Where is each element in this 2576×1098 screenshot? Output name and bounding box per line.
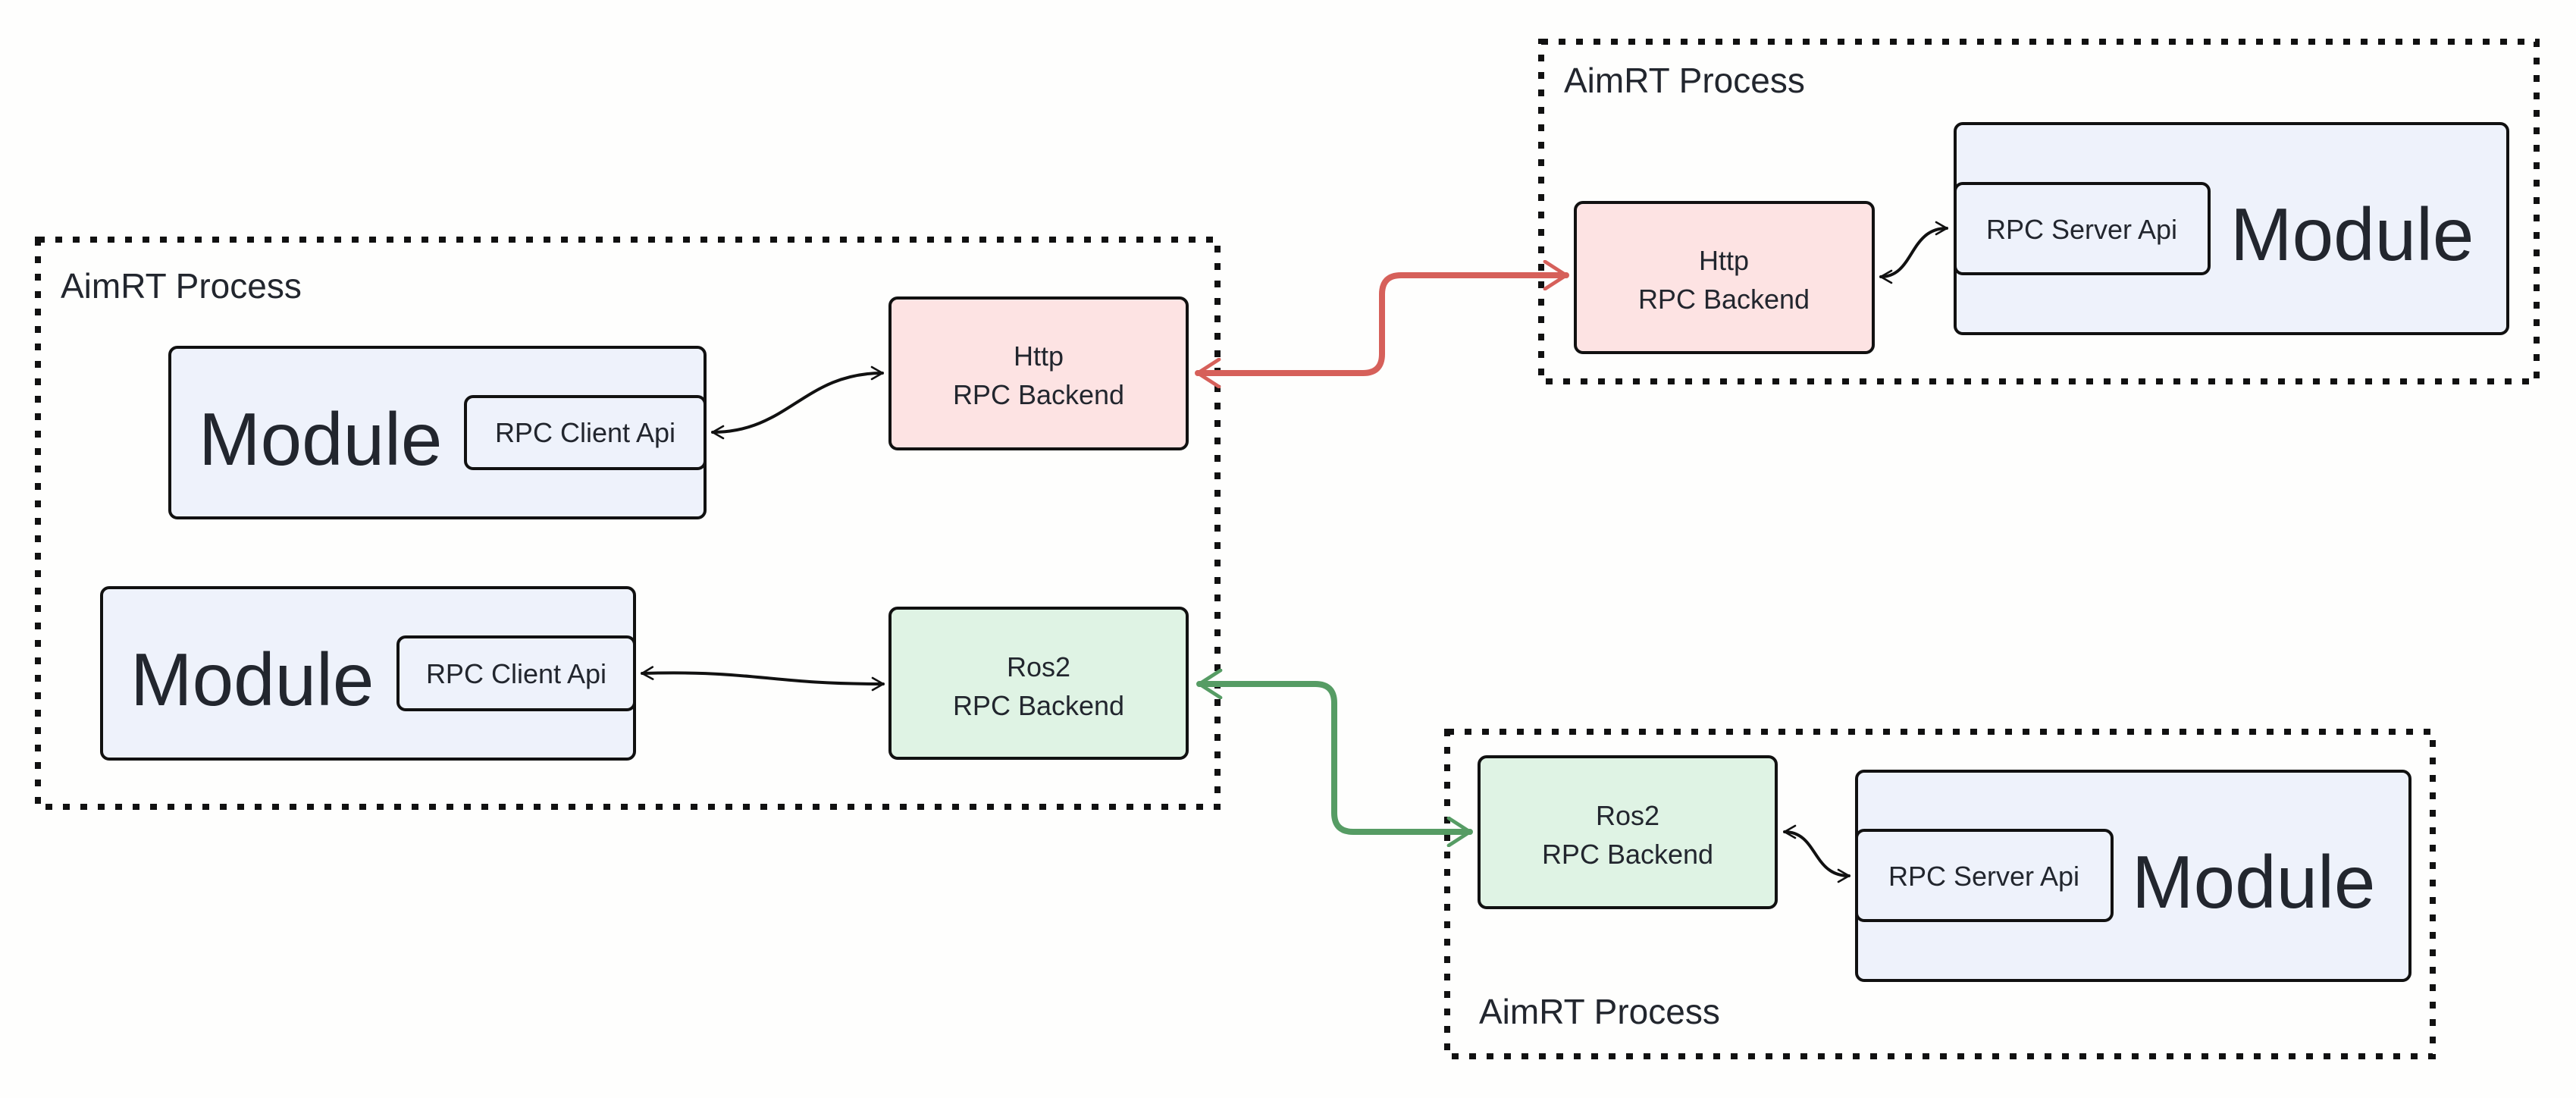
process-left: AimRT Process Module RPC Client Api Http…	[35, 237, 1221, 810]
module-title: Module	[130, 638, 374, 721]
client-module-2[interactable]: Module RPC Client Api	[100, 586, 636, 761]
ros2-backend-left[interactable]: Ros2 RPC Backend	[888, 607, 1189, 760]
api-label: RPC Client Api	[426, 658, 606, 689]
backend-box[interactable]	[888, 296, 1189, 450]
process-border	[1538, 39, 2540, 384]
connector-http-server	[1879, 221, 1948, 284]
process-border	[1444, 729, 2436, 1059]
ros2-link	[1196, 684, 1473, 832]
api-label: RPC Server Api	[1888, 861, 2079, 892]
rpc-client-api-1[interactable]: RPC Client Api	[464, 395, 707, 470]
backend-label: RPC Backend	[953, 690, 1124, 721]
api-label: RPC Server Api	[1986, 214, 2177, 245]
api-box[interactable]	[1954, 182, 2211, 275]
process-label: AimRT Process	[1479, 992, 1720, 1031]
client-module-1[interactable]: Module RPC Client Api	[168, 346, 707, 519]
connector-client2-ros2	[641, 666, 885, 692]
backend-type: Http	[1014, 340, 1064, 372]
api-box[interactable]	[396, 635, 636, 711]
http-link	[1195, 275, 1569, 373]
server-module-http[interactable]: RPC Server Api Module	[1954, 122, 2509, 335]
backend-type: Ros2	[1596, 800, 1659, 831]
http-backend-left[interactable]: Http RPC Backend	[888, 296, 1189, 450]
rpc-client-api-2[interactable]: RPC Client Api	[396, 635, 636, 711]
process-border	[35, 237, 1221, 810]
server-module-ros2[interactable]: RPC Server Api Module	[1855, 770, 2411, 982]
backend-label: RPC Backend	[1542, 839, 1713, 870]
http-backend-right[interactable]: Http RPC Backend	[1574, 201, 1875, 354]
api-box[interactable]	[1855, 829, 2114, 922]
process-bottom-right: AimRT Process Ros2 RPC Backend RPC Serve…	[1444, 729, 2436, 1059]
backend-type: Http	[1699, 245, 1749, 276]
api-box[interactable]	[464, 395, 707, 470]
backend-box[interactable]	[1574, 201, 1875, 354]
rpc-server-api-1[interactable]: RPC Server Api	[1954, 182, 2211, 275]
module-title: Module	[2132, 840, 2375, 924]
api-label: RPC Client Api	[495, 417, 675, 448]
connector-client1-http	[711, 365, 884, 440]
backend-box[interactable]	[1478, 755, 1778, 909]
connector-ros2-server	[1783, 824, 1851, 883]
backend-type: Ros2	[1007, 651, 1070, 682]
backend-box[interactable]	[888, 607, 1189, 760]
ros2-backend-right[interactable]: Ros2 RPC Backend	[1478, 755, 1778, 909]
process-label: AimRT Process	[1564, 61, 1805, 100]
backend-label: RPC Backend	[953, 379, 1124, 410]
rpc-server-api-2[interactable]: RPC Server Api	[1855, 829, 2114, 922]
process-top-right: AimRT Process Http RPC Backend RPC Serve…	[1538, 39, 2540, 384]
process-label: AimRT Process	[61, 266, 302, 306]
module-title: Module	[199, 397, 442, 481]
module-title: Module	[2230, 193, 2474, 276]
backend-label: RPC Backend	[1638, 284, 1810, 315]
